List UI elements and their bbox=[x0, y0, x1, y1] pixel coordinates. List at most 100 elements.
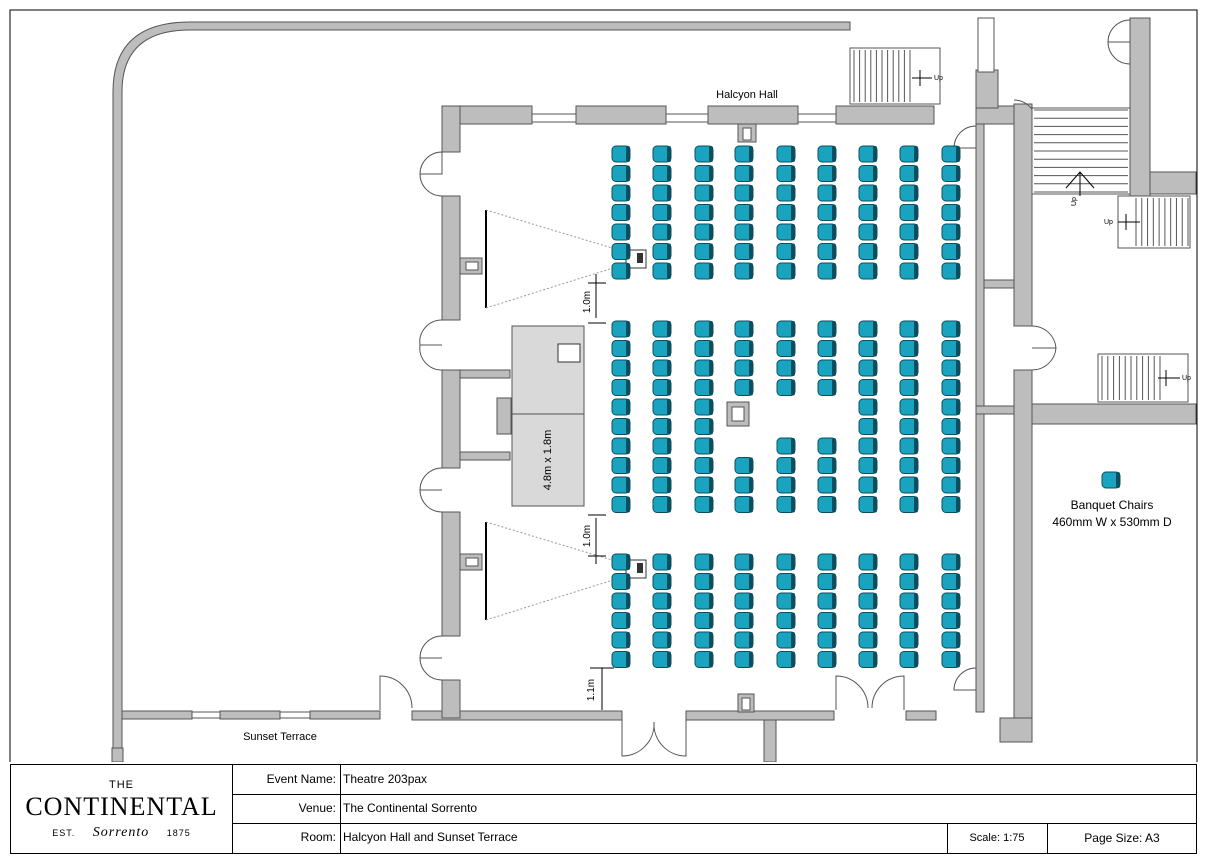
banquet-chair bbox=[941, 223, 961, 241]
banquet-chair bbox=[899, 340, 919, 357]
banquet-chair bbox=[817, 145, 837, 163]
banquet-chair bbox=[817, 631, 837, 649]
banquet-chair bbox=[652, 573, 672, 590]
banquet-chair bbox=[694, 418, 714, 435]
room-label-sunset-terrace: Sunset Terrace bbox=[243, 731, 317, 743]
banquet-chair bbox=[941, 340, 961, 357]
banquet-chair bbox=[734, 320, 754, 338]
banquet-chair bbox=[941, 496, 961, 513]
banquet-chair bbox=[611, 651, 631, 668]
banquet-chair bbox=[652, 612, 672, 629]
banquet-chair bbox=[776, 631, 796, 649]
banquet-chair bbox=[817, 379, 837, 396]
aisle-dimension-bottom: 1.1m bbox=[586, 679, 597, 701]
banquet-chair bbox=[899, 651, 919, 668]
banquet-chair bbox=[694, 398, 714, 416]
banquet-chair bbox=[899, 418, 919, 435]
aisle-dimension-top: 1.0m bbox=[582, 291, 593, 313]
banquet-chair bbox=[652, 243, 672, 260]
logo-year: 1875 bbox=[166, 828, 191, 838]
banquet-chair bbox=[694, 145, 714, 163]
banquet-chair bbox=[694, 243, 714, 260]
title-block-divider bbox=[947, 823, 948, 853]
banquet-chair bbox=[776, 184, 796, 202]
banquet-chair bbox=[817, 340, 837, 357]
banquet-chair bbox=[611, 573, 631, 590]
banquet-chair bbox=[858, 184, 878, 202]
projector-screen-south bbox=[485, 521, 633, 621]
banquet-chair bbox=[652, 320, 672, 338]
banquet-chair bbox=[899, 145, 919, 163]
room-value: Halcyon Hall and Sunset Terrace bbox=[343, 830, 518, 844]
banquet-chair bbox=[817, 553, 837, 571]
banquet-chair bbox=[776, 320, 796, 338]
banquet-chair bbox=[734, 553, 754, 571]
hall-top-wall bbox=[441, 105, 935, 143]
banquet-chair bbox=[776, 457, 796, 474]
banquet-chair bbox=[941, 437, 961, 455]
banquet-chair bbox=[694, 184, 714, 202]
banquet-chair bbox=[817, 320, 837, 338]
title-block: THE CONTINENTAL EST. Sorrento 1875 Event… bbox=[10, 764, 1197, 854]
banquet-chair bbox=[899, 496, 919, 513]
banquet-chair bbox=[817, 223, 837, 241]
stage-size-label: 4.8m x 1.8m bbox=[542, 430, 554, 491]
banquet-chair bbox=[776, 243, 796, 260]
banquet-chair bbox=[611, 340, 631, 357]
banquet-chair bbox=[611, 418, 631, 435]
banquet-chair bbox=[734, 340, 754, 357]
banquet-chair bbox=[941, 476, 961, 494]
banquet-chair bbox=[776, 476, 796, 494]
banquet-chair bbox=[941, 573, 961, 590]
hall-right-wall bbox=[953, 17, 1197, 743]
banquet-chair bbox=[734, 496, 754, 513]
banquet-chair bbox=[652, 651, 672, 668]
banquet-chair bbox=[858, 457, 878, 474]
banquet-chair bbox=[858, 243, 878, 260]
banquet-chair bbox=[652, 592, 672, 610]
banquet-chair bbox=[652, 145, 672, 163]
banquet-chair bbox=[941, 145, 961, 163]
dimension-markers bbox=[588, 274, 614, 710]
banquet-chair bbox=[941, 379, 961, 396]
banquet-chair bbox=[817, 457, 837, 474]
banquet-chair bbox=[694, 592, 714, 610]
stairs-up-label-north: Up bbox=[934, 75, 943, 82]
banquet-chair bbox=[776, 165, 796, 182]
scale-label: Scale: 1:75 bbox=[969, 832, 1025, 844]
banquet-chair bbox=[611, 223, 631, 241]
banquet-chair bbox=[858, 204, 878, 221]
banquet-chair bbox=[941, 359, 961, 377]
banquet-chair bbox=[817, 359, 837, 377]
banquet-chair bbox=[734, 359, 754, 377]
banquet-chair bbox=[734, 379, 754, 396]
banquet-chair bbox=[776, 437, 796, 455]
banquet-chair bbox=[899, 457, 919, 474]
banquet-chair bbox=[941, 631, 961, 649]
terrace-bottom-wall bbox=[111, 710, 937, 762]
banquet-chair bbox=[899, 612, 919, 629]
banquet-chair bbox=[858, 359, 878, 377]
banquet-chair bbox=[858, 631, 878, 649]
banquet-chair bbox=[899, 631, 919, 649]
staircase-south-east-treads bbox=[1101, 356, 1161, 400]
banquet-chair bbox=[941, 553, 961, 571]
banquet-chair bbox=[858, 340, 878, 357]
room-label-halcyon-hall: Halcyon Hall bbox=[716, 89, 778, 101]
banquet-chair bbox=[941, 651, 961, 668]
banquet-chair bbox=[652, 496, 672, 513]
banquet-chair bbox=[817, 243, 837, 260]
banquet-chair bbox=[776, 359, 796, 377]
banquet-chair bbox=[899, 573, 919, 590]
banquet-chair bbox=[899, 379, 919, 396]
banquet-chair bbox=[611, 184, 631, 202]
banquet-chair bbox=[652, 437, 672, 455]
banquet-chair bbox=[858, 573, 878, 590]
banquet-chair bbox=[694, 612, 714, 629]
banquet-chair bbox=[694, 496, 714, 513]
banquet-chair bbox=[694, 204, 714, 221]
title-block-divider bbox=[340, 765, 341, 853]
banquet-chair bbox=[611, 437, 631, 455]
banquet-chair bbox=[858, 651, 878, 668]
banquet-chair bbox=[817, 496, 837, 513]
